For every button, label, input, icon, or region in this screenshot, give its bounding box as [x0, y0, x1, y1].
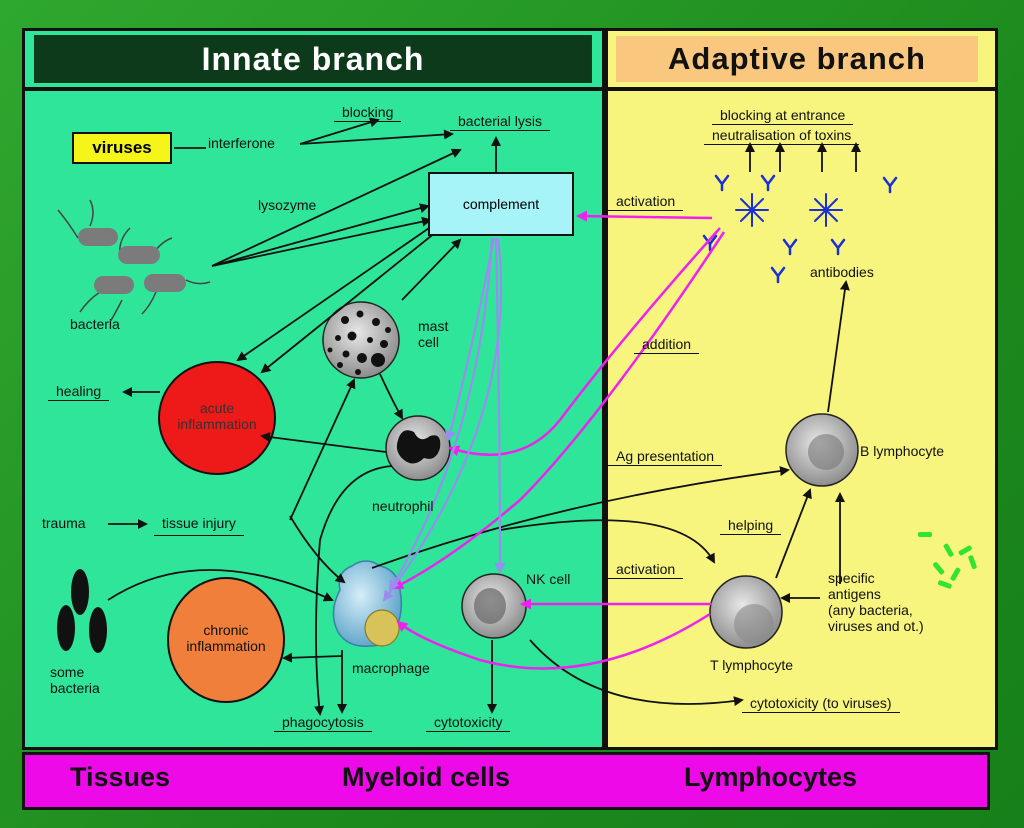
addition-label: addition: [634, 336, 700, 354]
helping-label: helping: [720, 517, 782, 535]
acute-inflammation-shape: [158, 361, 276, 475]
antigens-icon: [918, 532, 977, 589]
some-bacteria-icon: [57, 569, 107, 653]
specific-antigens-label: specific antigens (any bacteria, viruses…: [828, 570, 924, 634]
footer-myeloid: Myeloid cells: [342, 762, 511, 792]
magenta-arrows: [392, 210, 726, 670]
neutrophil-label: neutrophil: [372, 498, 434, 514]
t-lymphocyte-icon: [709, 575, 783, 649]
antibodies-label: antibodies: [810, 264, 874, 280]
activation-top-label: activation: [608, 193, 684, 211]
interferone-label: interferone: [208, 135, 275, 151]
b-lymphocyte-icon: [785, 413, 859, 487]
t-lymphocyte-label: T lymphocyte: [710, 657, 793, 673]
bacteria-label: bacteria: [70, 316, 120, 332]
macrophage-icon: [332, 560, 403, 647]
ag-presentation-label: Ag presentation: [608, 448, 723, 466]
blocking-label: blocking: [334, 104, 402, 122]
adaptive-title: Adaptive branch: [616, 36, 978, 82]
footer-lymphocytes: Lymphocytes: [684, 762, 858, 792]
adaptive-panel: [605, 88, 998, 750]
cytotoxicity-label: cytotoxicity: [426, 714, 511, 732]
acute-inflammation-label: acute inflammation: [177, 400, 257, 432]
phagocytosis-label: phagocytosis: [274, 714, 372, 732]
innate-title: Innate branch: [34, 35, 592, 83]
lysozyme-label: lysozyme: [258, 197, 317, 213]
mast-cell-label: mast cell: [418, 318, 449, 350]
nk-cell-icon: [461, 573, 527, 639]
trauma-label: trauma: [42, 515, 86, 531]
antibodies-icon: [702, 174, 898, 284]
nk-cell-label: NK cell: [526, 571, 571, 587]
chronic-inflammation-label: chronic inflammation: [186, 622, 266, 654]
complement-box: complement: [428, 172, 574, 236]
chronic-inflammation-shape: [167, 577, 285, 703]
mast-cell-icon: [322, 301, 400, 379]
cytotoxicity-viruses-label: cytotoxicity (to viruses): [742, 695, 900, 713]
black-arrows: [107, 117, 861, 716]
bacterial-lysis-label: bacterial lysis: [450, 113, 551, 131]
bacteria-icon: [57, 199, 211, 323]
tissue-injury-label: tissue injury: [154, 515, 244, 536]
b-lymphocyte-label: B lymphocyte: [860, 443, 945, 459]
activation-bottom-label: activation: [608, 561, 684, 579]
viruses-box: viruses: [72, 132, 172, 164]
healing-label: healing: [48, 383, 110, 401]
some-bacteria-label: some bacteria: [50, 664, 100, 696]
blocking-entrance-label: blocking at entrance: [712, 107, 854, 125]
footer-tissues: Tissues: [70, 762, 171, 792]
footer-bar: [22, 752, 990, 810]
complement-arrows: [382, 237, 506, 602]
neutrophil-icon: [385, 415, 451, 481]
macrophage-label: macrophage: [352, 660, 430, 676]
neutralisation-label: neutralisation of toxins: [704, 127, 860, 145]
